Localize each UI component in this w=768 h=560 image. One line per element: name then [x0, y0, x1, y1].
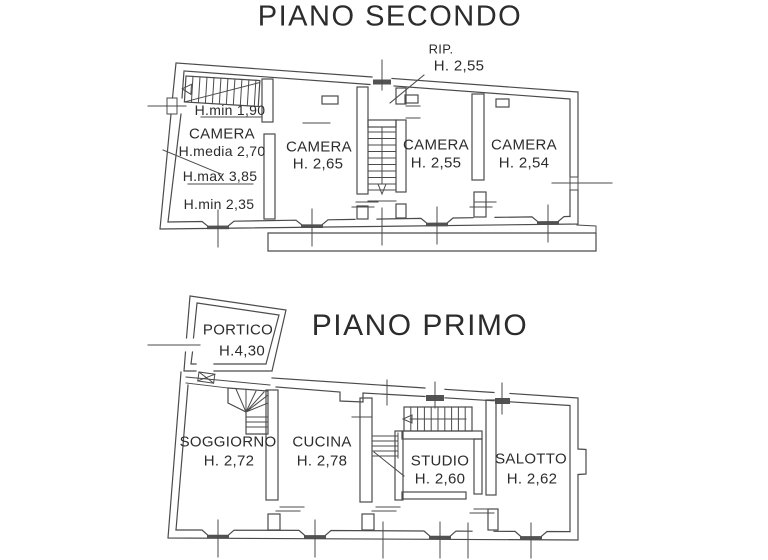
camera1-name: CAMERA: [189, 125, 255, 143]
salotto-height: H. 2,62: [506, 470, 558, 488]
exterior-wall-outer: [167, 371, 587, 541]
camera1-hmax: H.max 3,85: [182, 168, 258, 184]
rip-door-opening: [405, 105, 421, 119]
piano-primo-title: PIANO PRIMO: [311, 309, 529, 342]
camera1-hmin: H.min 2,35: [183, 196, 255, 212]
piano-secondo-plan: [147, 59, 613, 252]
balcony: [267, 224, 597, 252]
exterior-wall-inner: [167, 70, 571, 223]
portico-walls: [147, 295, 287, 384]
piano-secondo-title: PIANO SECONDO: [257, 0, 523, 33]
rip-label: RIP.: [428, 41, 454, 57]
stair-arrow-left: [401, 414, 413, 424]
stair-arrow-down: [377, 183, 387, 196]
exterior-wall-inner: [175, 384, 571, 533]
bottom-wall-window-bays: [175, 529, 571, 538]
window-ticks: [217, 59, 549, 248]
camera3-name: CAMERA: [403, 136, 469, 154]
soggiorno-name: SOGGIORNO: [179, 433, 277, 451]
window-ticks: [217, 379, 532, 559]
winder-staircase: [227, 387, 269, 435]
leader-lines: [147, 74, 613, 185]
camera4-height: H. 2,54: [498, 154, 550, 172]
piano-primo-plan: [147, 295, 587, 559]
portico-height: H.4,30: [219, 342, 265, 360]
interior-walls: [261, 78, 510, 220]
camera3-height: H. 2,55: [410, 154, 462, 172]
camera1-hmin-top: H.min 1,90: [194, 102, 266, 118]
studio-name: STUDIO: [410, 452, 470, 470]
portico-name: PORTICO: [202, 321, 274, 339]
stair-arrow-left: [181, 83, 193, 96]
upper-left-staircase: [181, 75, 261, 108]
soggiorno-height: H. 2,72: [203, 452, 255, 470]
corridor-walls: [185, 376, 271, 389]
side-staircase: [371, 432, 405, 477]
cucina-height: H. 2,78: [296, 452, 348, 470]
cucina-name: CUCINA: [292, 433, 352, 451]
salotto-name: SALOTTO: [495, 450, 567, 468]
main-staircase: [401, 406, 473, 432]
camera4-name: CAMERA: [491, 136, 557, 154]
rip-height: H. 2,55: [433, 57, 485, 75]
exterior-wall-outer: [159, 62, 579, 230]
camera2-height: H. 2,65: [292, 155, 344, 173]
portico-door: [197, 371, 216, 384]
camera1-hmedia: H.media 2,70: [178, 143, 266, 159]
camera2-name: CAMERA: [286, 138, 352, 156]
door-marks: [351, 201, 497, 208]
door-marks: [275, 416, 499, 514]
studio-height: H. 2,60: [414, 470, 466, 488]
interior-walls: [265, 389, 499, 531]
central-staircase: [367, 127, 397, 202]
